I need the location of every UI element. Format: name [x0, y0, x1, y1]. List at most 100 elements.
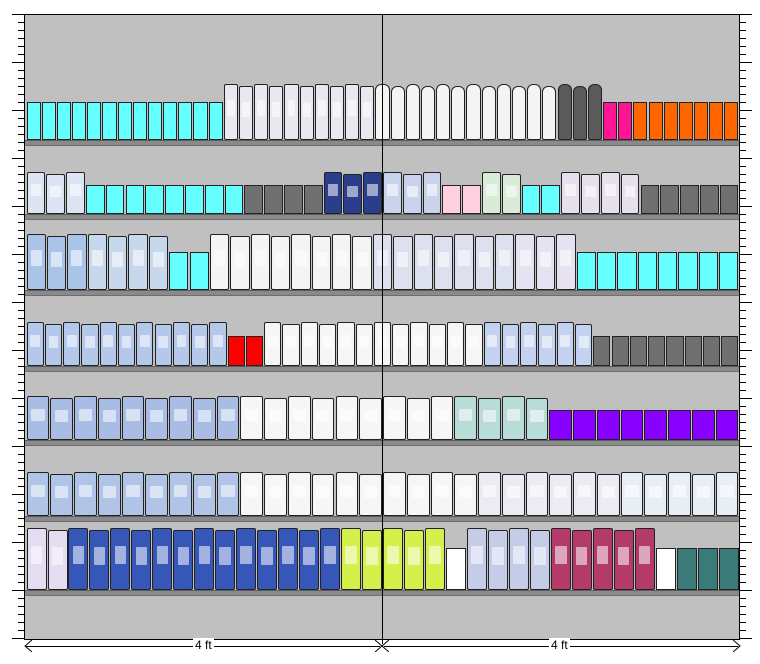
- product-facing[interactable]: [264, 474, 287, 516]
- product-facing[interactable]: [501, 474, 525, 516]
- product-facing[interactable]: [46, 236, 67, 290]
- product-facing[interactable]: [169, 472, 192, 516]
- product-facing[interactable]: [538, 324, 556, 366]
- product-facing[interactable]: [549, 474, 573, 516]
- product-facing[interactable]: [495, 234, 515, 290]
- product-facing[interactable]: [345, 84, 360, 140]
- product-facing[interactable]: [550, 528, 571, 590]
- product-facing[interactable]: [26, 396, 50, 440]
- product-facing[interactable]: [97, 398, 121, 440]
- product-facing[interactable]: [430, 472, 454, 516]
- product-facing[interactable]: [172, 322, 191, 366]
- product-facing[interactable]: [192, 474, 216, 516]
- product-facing[interactable]: [611, 336, 629, 366]
- product-facing[interactable]: [362, 530, 382, 590]
- product-facing[interactable]: [557, 84, 572, 140]
- product-facing[interactable]: [145, 185, 165, 214]
- product-facing[interactable]: [721, 336, 739, 366]
- product-facing[interactable]: [724, 101, 739, 140]
- product-facing[interactable]: [405, 84, 420, 140]
- product-facing[interactable]: [46, 174, 66, 214]
- product-facing[interactable]: [600, 172, 620, 214]
- product-facing[interactable]: [465, 324, 483, 366]
- product-facing[interactable]: [291, 234, 311, 290]
- product-facing[interactable]: [173, 530, 194, 590]
- product-facing[interactable]: [692, 410, 715, 440]
- product-facing[interactable]: [592, 528, 613, 590]
- product-facing[interactable]: [269, 86, 284, 140]
- product-facing[interactable]: [694, 101, 709, 140]
- product-facing[interactable]: [663, 101, 678, 140]
- product-facing[interactable]: [257, 530, 278, 590]
- product-facing[interactable]: [67, 234, 87, 290]
- product-facing[interactable]: [424, 528, 445, 590]
- product-facing[interactable]: [478, 472, 501, 516]
- product-facing[interactable]: [593, 336, 611, 366]
- product-facing[interactable]: [501, 174, 521, 214]
- product-facing[interactable]: [436, 84, 451, 140]
- product-facing[interactable]: [527, 84, 542, 140]
- product-facing[interactable]: [697, 547, 718, 590]
- product-facing[interactable]: [264, 322, 282, 366]
- product-facing[interactable]: [451, 86, 466, 140]
- product-facing[interactable]: [244, 185, 264, 214]
- product-facing[interactable]: [26, 172, 46, 214]
- product-facing[interactable]: [215, 530, 236, 590]
- product-facing[interactable]: [383, 528, 403, 590]
- product-facing[interactable]: [454, 474, 478, 516]
- product-facing[interactable]: [383, 472, 406, 516]
- product-facing[interactable]: [284, 84, 299, 140]
- product-facing[interactable]: [406, 474, 430, 516]
- product-facing[interactable]: [383, 396, 406, 440]
- product-facing[interactable]: [573, 410, 596, 440]
- product-facing[interactable]: [128, 234, 148, 290]
- product-facing[interactable]: [481, 86, 496, 140]
- product-facing[interactable]: [240, 472, 264, 516]
- product-facing[interactable]: [332, 234, 352, 290]
- product-facing[interactable]: [363, 172, 382, 214]
- product-facing[interactable]: [121, 472, 145, 516]
- product-facing[interactable]: [496, 84, 511, 140]
- product-facing[interactable]: [525, 472, 549, 516]
- product-facing[interactable]: [216, 472, 240, 516]
- product-facing[interactable]: [87, 101, 102, 140]
- product-facing[interactable]: [110, 528, 131, 590]
- product-facing[interactable]: [99, 322, 117, 366]
- product-facing[interactable]: [561, 172, 580, 214]
- product-facing[interactable]: [105, 185, 125, 214]
- product-facing[interactable]: [620, 472, 644, 516]
- product-facing[interactable]: [668, 472, 691, 516]
- product-facing[interactable]: [26, 101, 41, 140]
- product-facing[interactable]: [406, 398, 430, 440]
- product-facing[interactable]: [618, 101, 633, 140]
- product-facing[interactable]: [121, 396, 145, 440]
- product-facing[interactable]: [152, 528, 173, 590]
- product-facing[interactable]: [216, 396, 240, 440]
- product-facing[interactable]: [26, 322, 44, 366]
- product-facing[interactable]: [355, 324, 373, 366]
- product-facing[interactable]: [41, 101, 56, 140]
- product-facing[interactable]: [204, 185, 224, 214]
- product-facing[interactable]: [515, 234, 535, 290]
- product-facing[interactable]: [576, 251, 596, 290]
- product-facing[interactable]: [359, 474, 382, 516]
- product-facing[interactable]: [163, 101, 178, 140]
- product-facing[interactable]: [637, 251, 657, 290]
- product-facing[interactable]: [74, 472, 97, 516]
- product-facing[interactable]: [660, 185, 680, 214]
- product-facing[interactable]: [483, 322, 501, 366]
- product-facing[interactable]: [287, 396, 311, 440]
- product-facing[interactable]: [87, 234, 107, 290]
- product-facing[interactable]: [571, 530, 592, 590]
- product-facing[interactable]: [360, 86, 375, 140]
- product-facing[interactable]: [335, 396, 359, 440]
- product-facing[interactable]: [264, 398, 287, 440]
- product-facing[interactable]: [165, 185, 184, 214]
- product-facing[interactable]: [633, 101, 648, 140]
- product-facing[interactable]: [511, 86, 527, 140]
- product-facing[interactable]: [692, 474, 715, 516]
- product-facing[interactable]: [224, 185, 244, 214]
- product-facing[interactable]: [132, 101, 147, 140]
- product-facing[interactable]: [454, 396, 478, 440]
- product-facing[interactable]: [573, 472, 596, 516]
